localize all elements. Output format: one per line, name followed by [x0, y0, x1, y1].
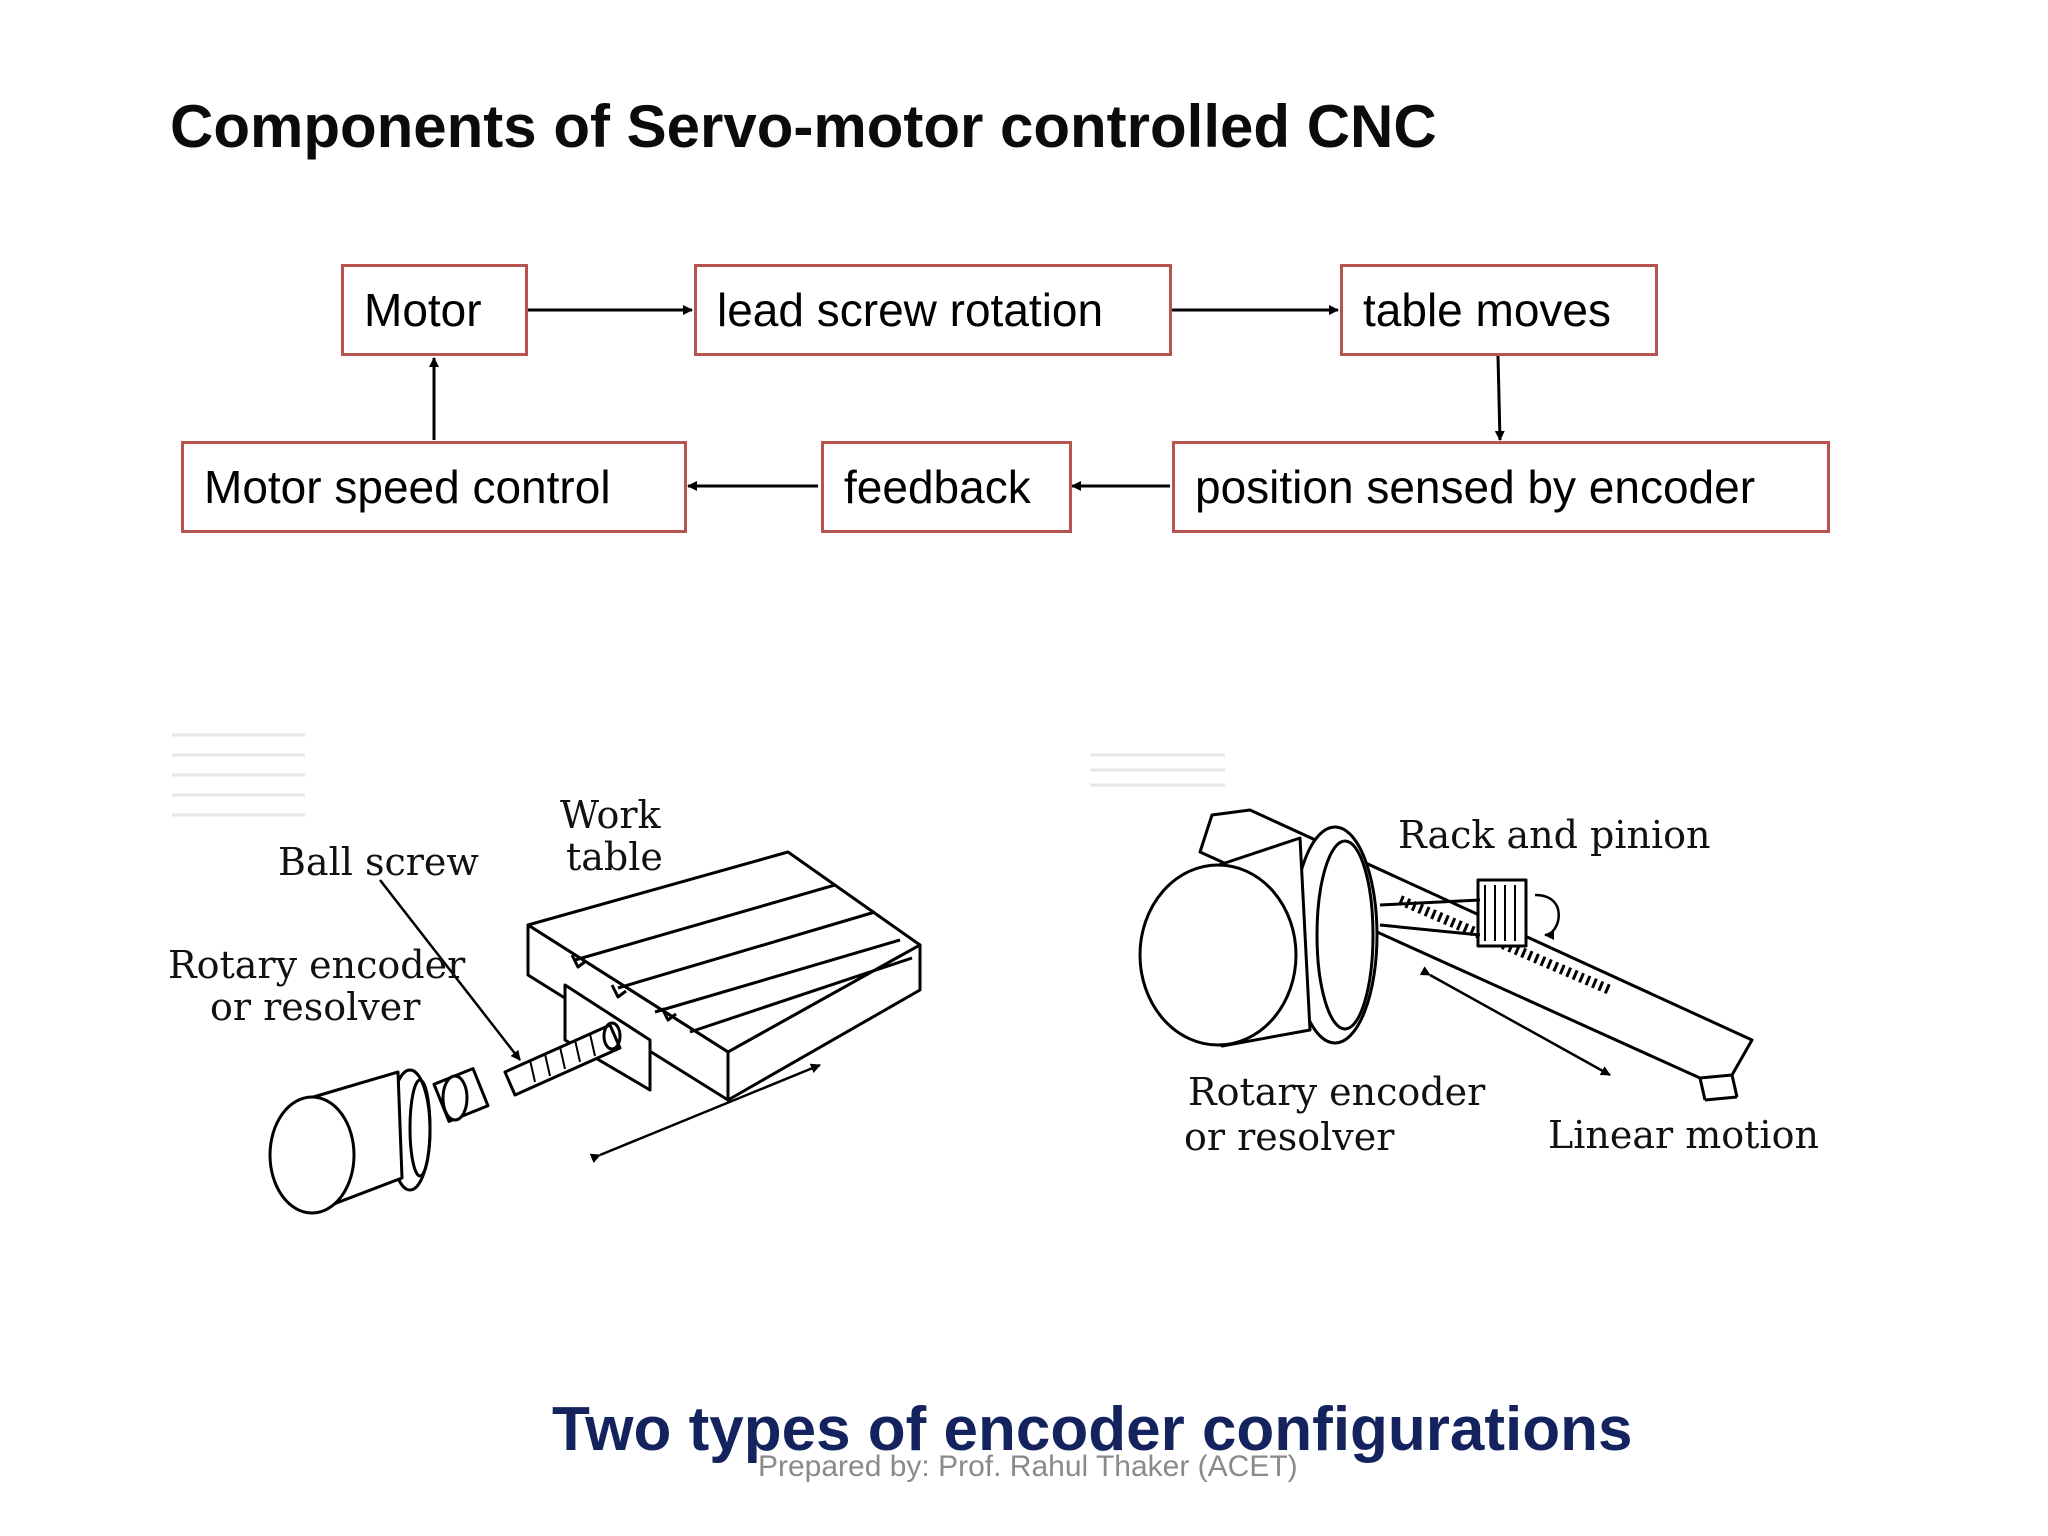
- flow-connectors: [429, 305, 1505, 491]
- node-position-sensed-by-encoder: position sensed by encoder: [1172, 441, 1830, 533]
- label-right-encoder-line1: Rotary encoder: [1188, 1070, 1486, 1114]
- slide-title: Components of Servo-motor controlled CNC: [170, 93, 1437, 160]
- label-left-encoder-line2: or resolver: [210, 985, 421, 1029]
- label-rack-and-pinion: Rack and pinion: [1398, 813, 1711, 857]
- node-motor-speed-control: Motor speed control: [181, 441, 687, 533]
- label-ball-screw: Ball screw: [278, 840, 479, 884]
- node-feedback: feedback: [821, 441, 1072, 533]
- arrow-table-to-encoder: [1494, 355, 1505, 441]
- node-lead-screw-rotation: lead screw rotation: [694, 264, 1172, 356]
- credit-footer: Prepared by: Prof. Rahul Thaker (ACET): [758, 1450, 1298, 1483]
- label-left-encoder-line1: Rotary encoder: [168, 943, 466, 987]
- label-right-encoder-line2: or resolver: [1184, 1115, 1395, 1159]
- label-work-table-line1: Work: [560, 793, 662, 837]
- node-table-moves: table moves: [1340, 264, 1658, 356]
- label-linear-motion: Linear motion: [1548, 1113, 1819, 1157]
- label-work-table-line2: table: [566, 835, 663, 879]
- figure-caption: Two types of encoder configurations: [552, 1395, 1633, 1464]
- node-motor: Motor: [341, 264, 528, 356]
